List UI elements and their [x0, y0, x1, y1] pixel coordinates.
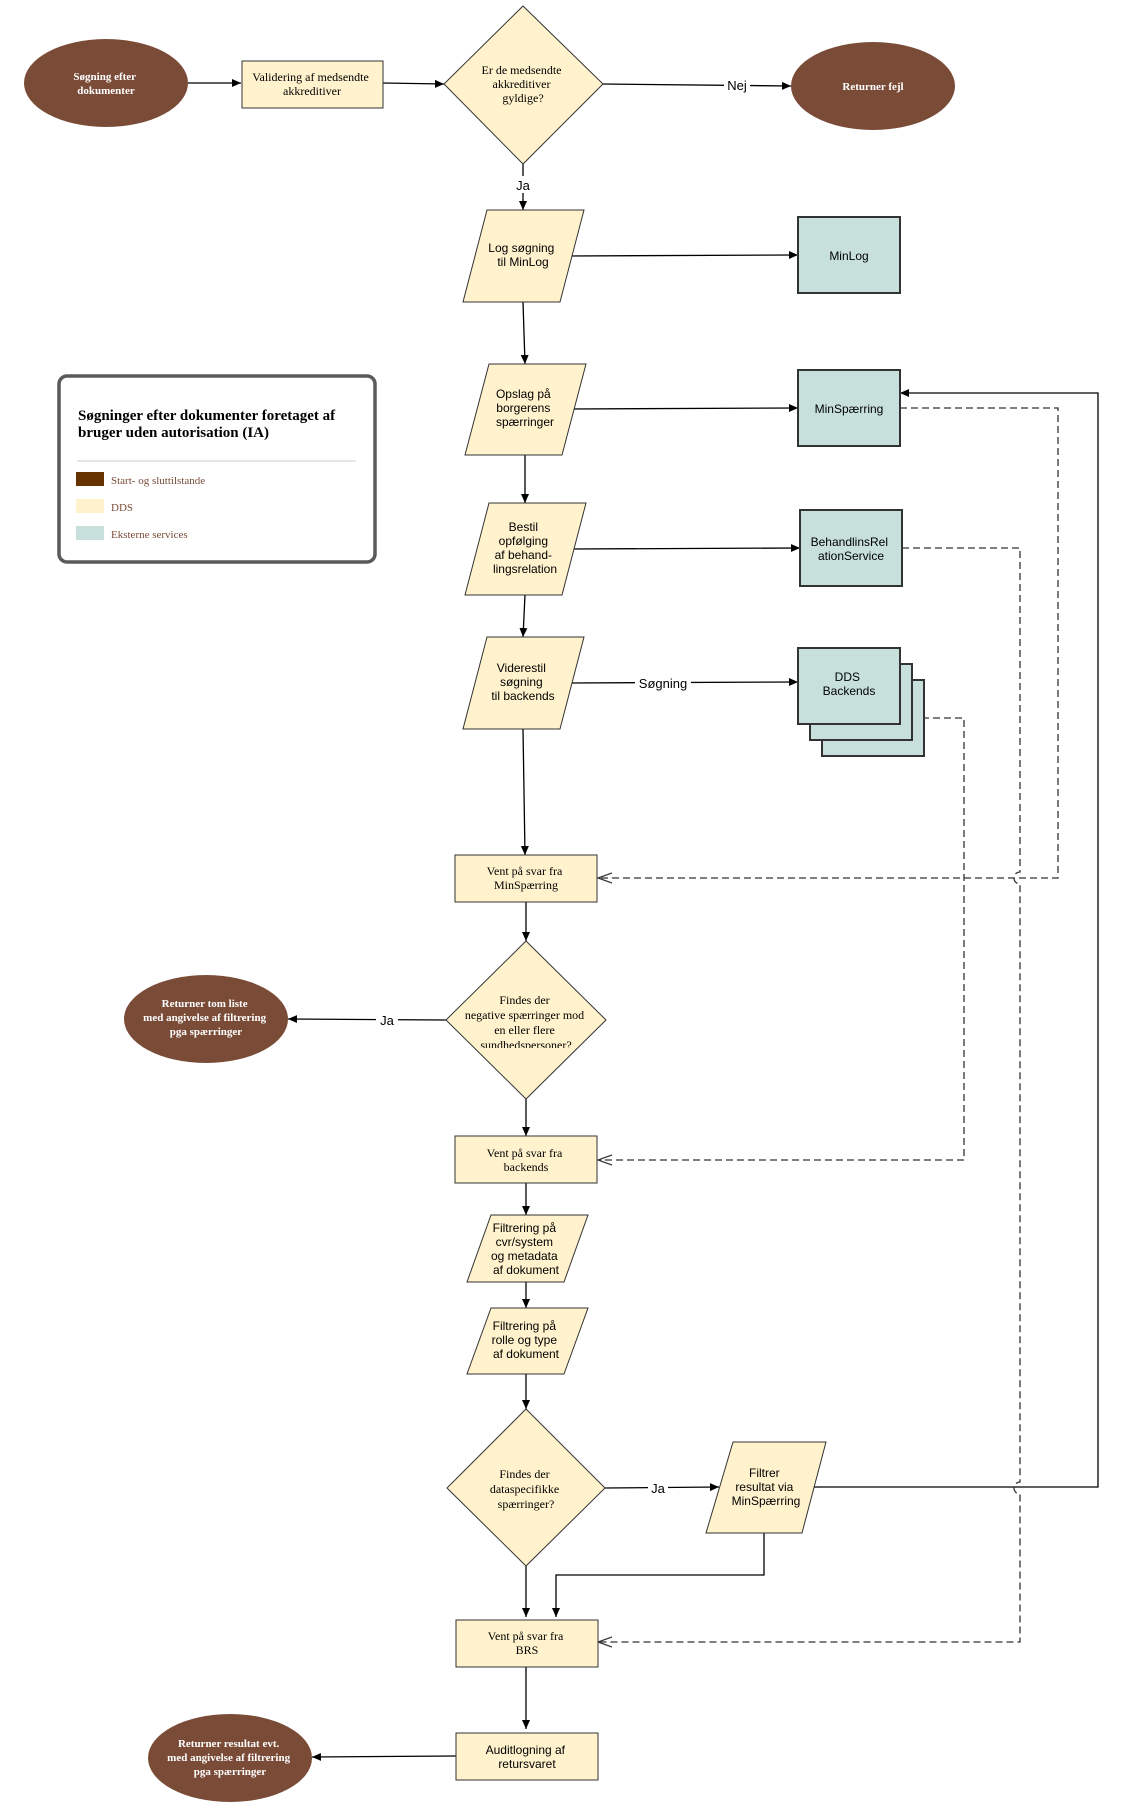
wait-brs-process[interactable]: Vent på svar fra BRS: [455, 1619, 599, 1668]
svg-text:Findes der dataspecifi: Findes der dataspecifikke spærringer?: [490, 1467, 562, 1511]
edge-label-ja-neg: Ja: [380, 1013, 395, 1028]
edge-forward-waitminsp: [520, 728, 529, 856]
svg-text:Validering af medsendte: Validering af medsendte akkreditiver: [252, 70, 372, 98]
legend-swatch-terminal: [76, 472, 104, 486]
svg-text:Filtrer resultat via: Filtrer resultat via MinSpærring: [732, 1466, 801, 1508]
svg-text:Søgning efter dokument: Søgning efter dokumenter: [73, 71, 138, 97]
edge-labels: Nej Ja Søgning Ja Ja: [376, 76, 750, 1496]
svg-text:Returner resultat evt.: Returner resultat evt. med angivelse af …: [167, 1738, 293, 1778]
data-specific-blockings-decision[interactable]: Findes der dataspecifikke spærringer?: [446, 1408, 606, 1567]
legend-label-dds: DDS: [111, 502, 133, 514]
edge-validate-validq: [382, 79, 445, 88]
svg-text:MinLog: MinLog: [829, 249, 868, 263]
svg-text:DDS Backends: DDS Backends: [823, 670, 876, 698]
edge-brs-waitbrs: [598, 547, 1021, 1642]
svg-text:MinSpærring: MinSpærring: [815, 402, 884, 416]
wait-backends-process[interactable]: Vent på svar fra backends: [454, 1135, 598, 1184]
edge-label-ja-spec: Ja: [651, 1481, 666, 1496]
filter-cvr-metadata-io[interactable]: Filtrering på cvr/system og metadata af …: [466, 1214, 589, 1283]
legend-label-external: Eksterne services: [111, 529, 188, 541]
edge-filterminsp-minsp: [809, 389, 1099, 1488]
svg-text:Log søgning til MinLog: Log søgning til MinLog: [488, 241, 557, 269]
return-error-terminal[interactable]: Returner fejl: [791, 42, 955, 130]
edge-minsp-waitminsp: [598, 407, 1059, 878]
svg-text:Filtrering på rolle og: Filtrering på rolle og type af dokument: [492, 1319, 561, 1361]
svg-text:Auditlogning af returs: Auditlogning af retursvaret: [486, 1743, 569, 1771]
edge-label-ja-valid: Ja: [516, 178, 531, 193]
svg-text:Filtrering på cvr/syst: Filtrering på cvr/system og metadata af …: [491, 1221, 561, 1277]
svg-text:Er de medsendte akkred: Er de medsendte akkreditiver gyldige?: [482, 63, 565, 105]
svg-text:Returner fejl: Returner fejl: [842, 81, 903, 93]
edge-label-nej: Nej: [727, 78, 747, 93]
return-empty-list-terminal[interactable]: Returner tom liste med angivelse af filt…: [124, 975, 288, 1063]
minspaerring-service[interactable]: MinSpærring: [797, 369, 901, 447]
svg-text:Vent på svar fra MinSp: Vent på svar fra MinSpærring: [487, 864, 566, 892]
negative-blockings-decision[interactable]: Findes der negative spærringer mod en el…: [445, 940, 607, 1100]
filter-role-type-io[interactable]: Filtrering på rolle og type af dokument: [466, 1307, 589, 1375]
legend-swatch-dds: [76, 499, 104, 513]
edge-order-brs: [568, 544, 801, 553]
edge-log-lookup: [520, 301, 529, 365]
forward-search-io[interactable]: Viderestil søgning til backends: [462, 636, 585, 730]
edge-order-forward: [519, 594, 528, 638]
svg-text:BehandlinsRel ationSer: BehandlinsRel ationService: [811, 535, 892, 563]
validate-credentials-process[interactable]: Validering af medsendte akkreditiver: [241, 60, 384, 109]
audit-log-process[interactable]: Auditlogning af retursvaret: [455, 1732, 599, 1781]
legend-title: Søgninger efter dokumenter foretaget af …: [78, 408, 339, 441]
lookup-blockings-io[interactable]: Opslag på borgerens spærringer: [464, 363, 587, 456]
edge-backends-waitback: [598, 717, 965, 1160]
legend-label-terminal: Start- og sluttilstande: [111, 475, 205, 487]
edge-audit-retresult: [311, 1752, 457, 1761]
valid-credentials-decision[interactable]: Er de medsendte akkreditiver gyldige?: [443, 5, 604, 165]
svg-text:Opslag på borgerens: Opslag på borgerens spærringer: [496, 387, 554, 429]
wait-minspaerring-process[interactable]: Vent på svar fra MinSpærring: [454, 854, 598, 903]
legend-swatch-external: [76, 526, 104, 540]
svg-text:Viderestil søgning: Viderestil søgning til backends: [491, 661, 554, 703]
dashed-edges: [598, 407, 1059, 1642]
edge-log-minlog: [566, 251, 799, 260]
log-search-io[interactable]: Log søgning til MinLog: [462, 209, 585, 303]
edge-label-sogning: Søgning: [639, 676, 687, 691]
svg-text:Findes der negative: Findes der negative spærringer mod en el…: [465, 993, 587, 1052]
nodes: Søgning efter dokumenter Validering af m…: [24, 5, 955, 1802]
legend: Søgninger efter dokumenter foretaget af …: [57, 374, 377, 564]
edge-validq-error: [602, 81, 792, 90]
svg-text:Returner tom liste med: Returner tom liste med angivelse af filt…: [143, 998, 269, 1038]
svg-text:Bestil opfølging: Bestil opfølging af behand- lingsrelatio…: [493, 520, 557, 576]
filter-via-minspaerring-io[interactable]: Filtrer resultat via MinSpærring: [705, 1441, 827, 1534]
behandlingsrelation-service[interactable]: BehandlinsRel ationService: [799, 509, 903, 587]
edges: [188, 79, 1099, 1761]
svg-text:Vent på svar fra BRS: Vent på svar fra BRS: [488, 1629, 567, 1657]
order-treatment-relation-io[interactable]: Bestil opfølging af behand- lingsrelatio…: [464, 502, 587, 596]
minlog-service[interactable]: MinLog: [797, 216, 901, 294]
dds-backends-service[interactable]: DDS Backends: [797, 647, 925, 757]
return-result-terminal[interactable]: Returner resultat evt. med angivelse af …: [148, 1714, 312, 1802]
edge-negq-retempty: [287, 1015, 447, 1024]
edge-filterminsp-waitbrs: [552, 1533, 765, 1617]
start-terminal[interactable]: Søgning efter dokumenter: [24, 39, 188, 127]
svg-text:Vent på svar fra backe: Vent på svar fra backends: [487, 1146, 566, 1174]
edge-lookup-minsp: [568, 404, 799, 413]
